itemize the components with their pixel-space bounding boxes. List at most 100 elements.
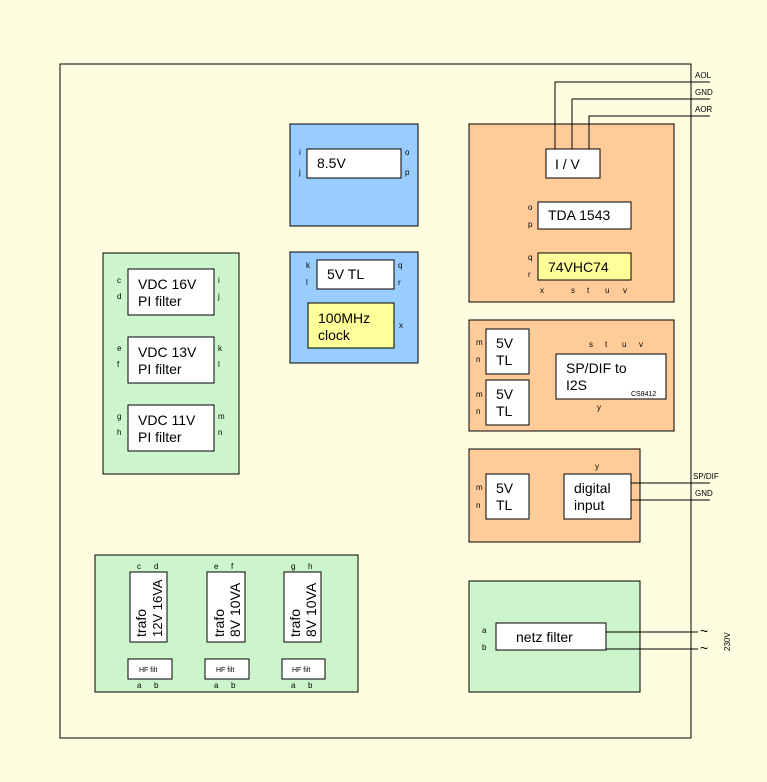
- pin-label: h: [117, 428, 121, 437]
- regulator-8v5-box: [306, 148, 402, 179]
- pin-label: i: [299, 148, 301, 157]
- regulator-8v5-label: 8.5V: [317, 155, 346, 171]
- pi-filter-block: VDC 16V PI filter VDC 13V PI filter VDC …: [102, 252, 240, 475]
- wires: [554, 81, 710, 650]
- pin-label: g: [291, 562, 295, 571]
- pin-label: j: [217, 292, 220, 301]
- spdif-tl2-box: [485, 379, 530, 426]
- trafo-1-line2: 12V 16VA: [150, 579, 165, 637]
- trafo-2-line1: trafo: [211, 609, 227, 637]
- output-label-spdif: SP/DIF: [693, 472, 719, 481]
- pin-label: l: [306, 278, 308, 287]
- trafo-2-line2: 8V 10VA: [227, 582, 243, 637]
- vhc-box: [537, 252, 632, 281]
- clock-100mhz-line1: 100MHz: [318, 310, 370, 326]
- spdif-conv-line2: I2S: [566, 377, 587, 393]
- pin-label: b: [308, 681, 313, 690]
- pin-label: k: [218, 344, 223, 353]
- pin-label: e: [214, 562, 219, 571]
- pin-label: m: [476, 483, 483, 492]
- pin-label: b: [482, 643, 487, 652]
- pin-label: s: [589, 340, 593, 349]
- iv-label: I / V: [555, 156, 581, 172]
- pin-label: b: [154, 681, 159, 690]
- digital-tl-line1: 5V: [496, 480, 514, 496]
- dac-block: I / V TDA 1543 74VHC74 o p q r x s t u v: [468, 123, 675, 303]
- pin-label: x: [540, 286, 544, 295]
- pin-label: d: [154, 562, 158, 571]
- hf-filter-1-label: HF filt: [139, 667, 157, 674]
- pin-label: a: [137, 681, 142, 690]
- wire-aor: [588, 115, 710, 149]
- spdif-tl1-line1: 5V: [496, 335, 514, 351]
- tda-label: TDA 1543: [548, 207, 610, 223]
- digital-input-block: 5V TL digital input m n y: [468, 448, 641, 543]
- pin-label: j: [298, 168, 301, 177]
- pin-label: a: [482, 626, 487, 635]
- pin-label: a: [214, 681, 219, 690]
- pi-filter-16v-box: [127, 268, 215, 316]
- spdif-tl1-box: [485, 328, 530, 375]
- pin-label: p: [528, 220, 533, 229]
- hf-filter-1-box: [127, 658, 173, 680]
- pi-filter-11v-box: [127, 404, 215, 452]
- pin-label: m: [476, 390, 483, 399]
- tda-box: [537, 201, 632, 230]
- pin-label: q: [398, 261, 402, 270]
- pin-label: k: [306, 261, 311, 270]
- pin-label: r: [398, 278, 401, 287]
- trafo-3-line1: trafo: [287, 609, 303, 637]
- pin-label: s: [571, 286, 575, 295]
- pin-label: o: [528, 203, 533, 212]
- digital-tl-box: [485, 473, 530, 520]
- pi-filter-11v-line2: PI filter: [138, 429, 182, 445]
- pin-label: c: [117, 276, 121, 285]
- pin-label: b: [231, 681, 236, 690]
- wire-aol: [554, 81, 710, 149]
- pin-label: v: [639, 340, 643, 349]
- pin-label: a: [291, 681, 296, 690]
- pin-label: u: [622, 340, 626, 349]
- spdif-chip-label: CS8412: [631, 391, 656, 398]
- ac-tilde-1: ~: [700, 623, 708, 639]
- pin-label: v: [623, 286, 627, 295]
- enclosure-frame: [59, 63, 692, 739]
- pin-label: c: [137, 562, 141, 571]
- spdif-tl2-line1: 5V: [496, 386, 514, 402]
- spdif-conv-box: [555, 353, 667, 400]
- pin-label: q: [528, 253, 532, 262]
- trafo-3-line2: 8V 10VA: [303, 582, 319, 637]
- spdif-conv-line1: SP/DIF to: [566, 360, 627, 376]
- mains-filter-box: [495, 622, 607, 651]
- ac-tilde-2: ~: [700, 640, 708, 656]
- hf-filter-2-box: [204, 658, 250, 680]
- pi-filter-13v-box: [127, 336, 215, 384]
- wire-gnd: [571, 98, 710, 149]
- output-label-gnd: GND: [695, 88, 713, 97]
- pin-label: t: [605, 340, 608, 349]
- pin-label: f: [231, 562, 234, 571]
- regulator-8v5-block: 8.5V i j o p: [289, 123, 419, 227]
- output-label-aor: AOR: [695, 105, 713, 114]
- digital-input-line1: digital: [574, 480, 611, 496]
- pi-filter-13v-line2: PI filter: [138, 361, 182, 377]
- trafo-3-box: [283, 571, 322, 643]
- clock-5v-tl-label: 5V TL: [327, 266, 364, 282]
- iv-box: [545, 148, 601, 179]
- pi-filter-13v-line1: VDC 13V: [138, 344, 197, 360]
- mains-voltage-label: 230V: [723, 632, 732, 651]
- pin-label: e: [117, 344, 122, 353]
- pi-filter-11v-line1: VDC 11V: [138, 412, 196, 428]
- pin-label: o: [405, 148, 410, 157]
- pi-filter-16v-line1: VDC 16V: [138, 276, 197, 292]
- pin-label: h: [308, 562, 312, 571]
- hf-filter-2-label: HF filt: [216, 667, 234, 674]
- clock-block: 5V TL 100MHz clock k l q r x: [289, 251, 419, 364]
- pin-label: m: [476, 338, 483, 347]
- clock-100mhz-box: [307, 302, 395, 349]
- digital-input-line2: input: [574, 497, 604, 513]
- pin-label: i: [218, 276, 220, 285]
- output-label-aol: AOL: [695, 71, 712, 80]
- digital-input-box: [563, 473, 632, 520]
